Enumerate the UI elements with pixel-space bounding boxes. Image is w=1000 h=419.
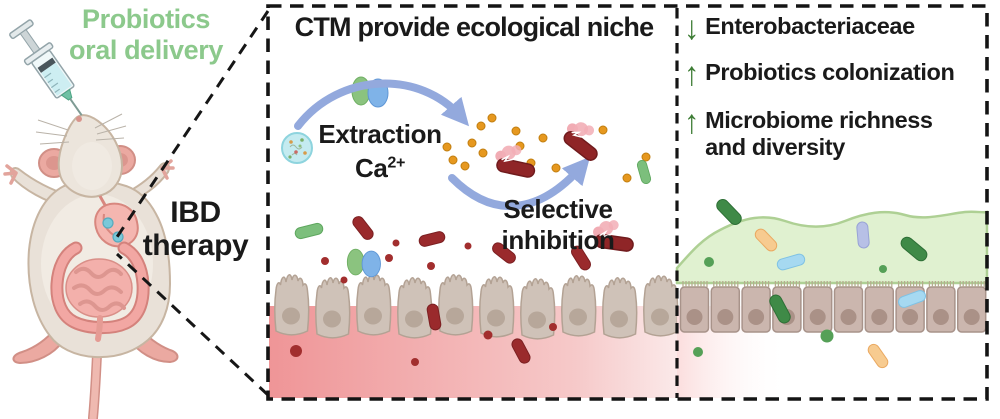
ctm-capsule-in-stomach xyxy=(102,217,114,229)
zoom-callout-lines xyxy=(111,10,270,397)
ctm-microgel-icon xyxy=(281,132,313,164)
selective-inhibition-label: Selective inhibition xyxy=(489,194,627,256)
calcium-label: Ca2+ xyxy=(354,153,405,184)
therapy-label-line2: therapy xyxy=(142,229,249,262)
microbiome-bacteria xyxy=(704,196,930,273)
inhibition-label-line2: inhibition xyxy=(501,225,615,256)
probiotic-rod xyxy=(635,158,653,186)
outcome-label: Probiotics colonization xyxy=(705,59,955,85)
increase-arrow-icon: ↑ xyxy=(684,54,700,93)
ibd-therapy-label: IBD therapy xyxy=(133,196,258,262)
calcium-ion-dots xyxy=(442,113,651,183)
mouse-nose xyxy=(76,116,82,122)
mouse-illustration xyxy=(3,113,179,419)
mouse-intestines xyxy=(50,241,150,342)
therapy-label-line1: IBD xyxy=(170,196,221,229)
extraction-label-line1: Extraction xyxy=(318,119,442,149)
inhibition-label-line1: Selective xyxy=(503,194,613,224)
outcome-label: Microbiome richness and diversity xyxy=(705,107,933,160)
mouse-whiskers xyxy=(35,113,127,145)
outcome-enterobacteriaceae: ↓ Enterobacteriaceae xyxy=(684,8,915,47)
niche-box-border xyxy=(266,4,989,401)
syringe-icon xyxy=(9,19,83,116)
colonizing-bacteria xyxy=(693,288,928,371)
outcome-microbiome-richness: ↑ Microbiome richness and diversity xyxy=(684,102,967,160)
lumen-bacteria xyxy=(290,213,594,366)
delivery-title-line1: Probiotics xyxy=(81,4,211,34)
decrease-arrow-icon: ↓ xyxy=(684,8,700,47)
mucus-layer xyxy=(675,210,989,285)
inhibition-arrow xyxy=(448,156,591,211)
niche-panel-title: CTM provide ecological niche xyxy=(294,12,654,42)
delivery-title-line2: oral delivery xyxy=(69,35,223,66)
extraction-arrow xyxy=(294,79,470,130)
outcome-probiotics-colonization: ↑ Probiotics colonization xyxy=(684,54,955,93)
probiotic-pair-icon xyxy=(346,248,381,278)
probiotics-delivery-title: Probiotics oral delivery xyxy=(46,4,246,67)
lysed-pathogen-icon xyxy=(558,113,611,164)
outcome-label: Enterobacteriaceae xyxy=(705,13,915,39)
increase-arrow-icon: ↑ xyxy=(684,102,700,141)
extraction-label: Extraction Ca2+ xyxy=(305,117,455,186)
healthy-epithelium xyxy=(679,280,987,333)
